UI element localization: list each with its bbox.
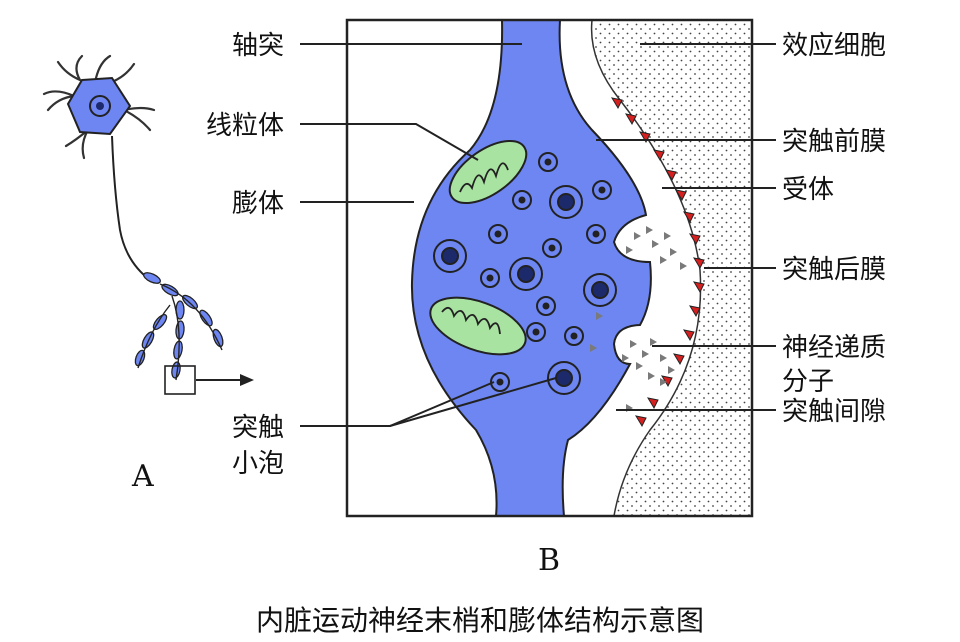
label-synaptic-cleft: 突触间隙 — [782, 397, 886, 427]
mitochondrion-upper — [448, 139, 528, 205]
figure-caption: 内脏运动神经末梢和膨体结构示意图 — [256, 604, 704, 637]
label-mitochondria: 线粒体 — [206, 111, 284, 141]
label-varicosity: 膨体 — [232, 189, 284, 219]
panel-b-frame — [345, 18, 754, 518]
leader-lines — [300, 43, 776, 427]
label-vesicle-line2: 小泡 — [232, 449, 284, 479]
neurotransmitter-molecules — [590, 226, 687, 412]
panel-a-neuron — [42, 54, 254, 395]
label-neurotransmitter-line1: 神经递质 — [782, 333, 886, 363]
panel-b-label: B — [538, 543, 560, 578]
synaptic-vesicles — [433, 152, 617, 395]
receptors — [610, 97, 705, 428]
label-postsynaptic-membrane: 突触后膜 — [782, 255, 886, 285]
mitochondrion-lower — [429, 296, 527, 356]
label-axon: 轴突 — [232, 31, 284, 61]
label-receptor: 受体 — [782, 175, 834, 205]
label-vesicle-line1: 突触 — [232, 413, 284, 443]
label-effector-cell: 效应细胞 — [782, 31, 886, 61]
label-presynaptic-membrane: 突触前膜 — [782, 127, 886, 157]
label-neurotransmitter-line2: 分子 — [782, 367, 834, 397]
panel-a-label: A — [131, 459, 154, 494]
